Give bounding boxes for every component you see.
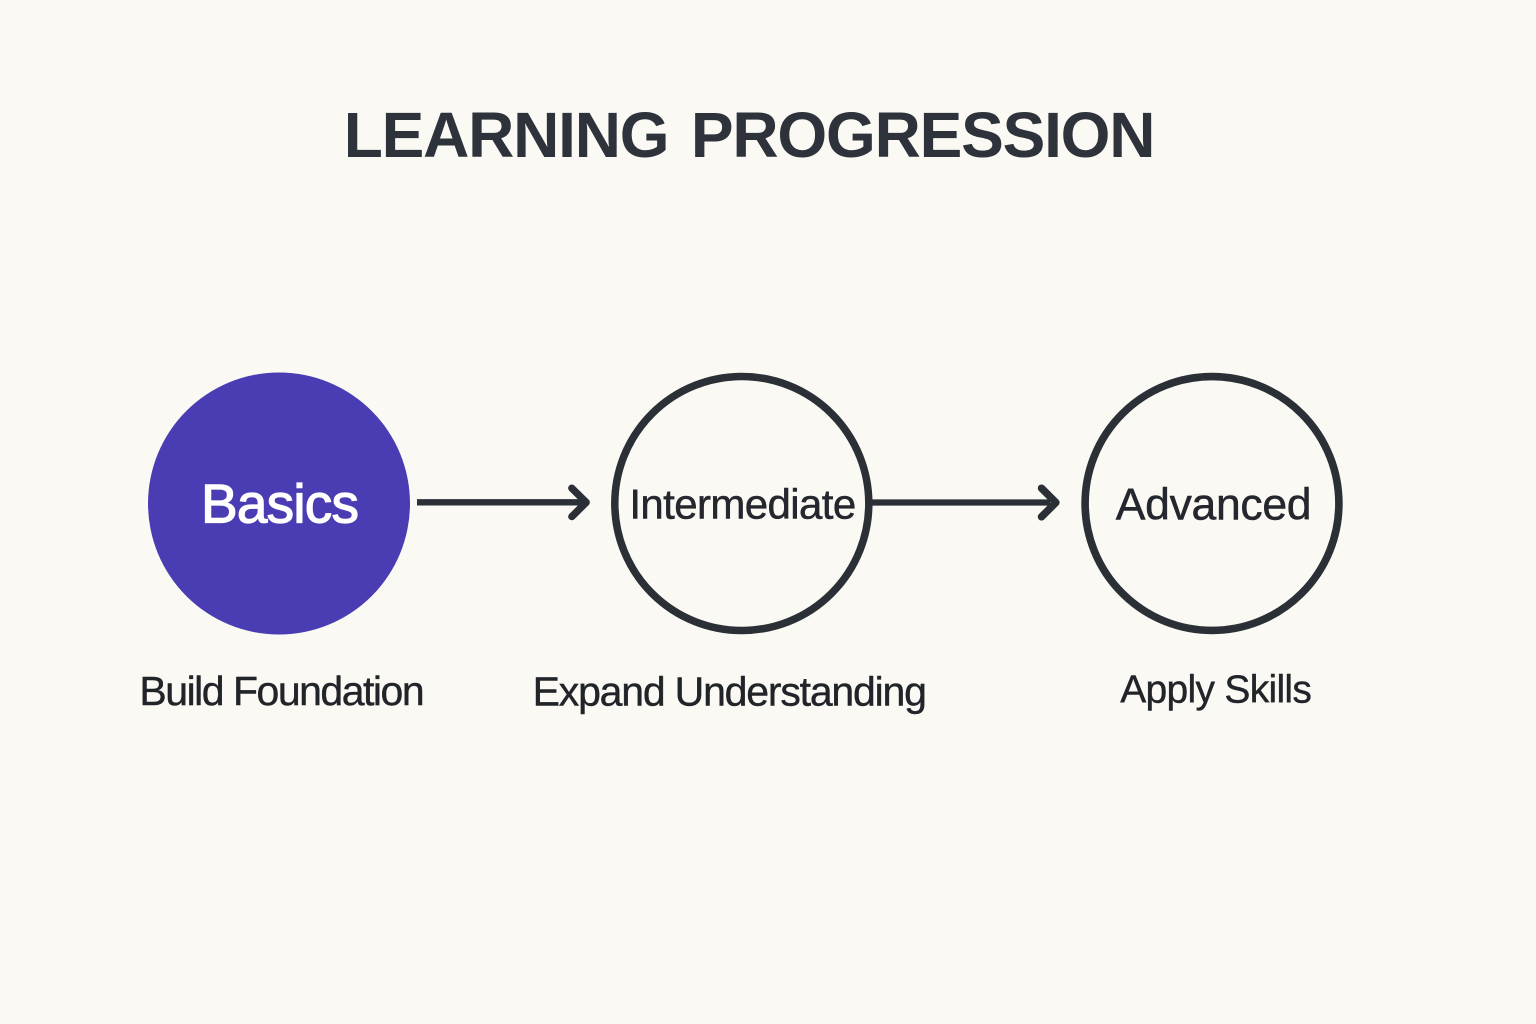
- svg-text:Apply Skills: Apply Skills: [1120, 669, 1311, 712]
- svg-text:Basics: Basics: [201, 473, 358, 535]
- svg-text:Intermediate: Intermediate: [629, 480, 855, 527]
- svg-text:Expand Understanding: Expand Understanding: [533, 669, 926, 715]
- svg-text:Advanced: Advanced: [1116, 481, 1312, 530]
- svg-text:Build Foundation: Build Foundation: [139, 668, 423, 714]
- svg-text:LEARNING PROGRESSION: LEARNING PROGRESSION: [344, 99, 1155, 171]
